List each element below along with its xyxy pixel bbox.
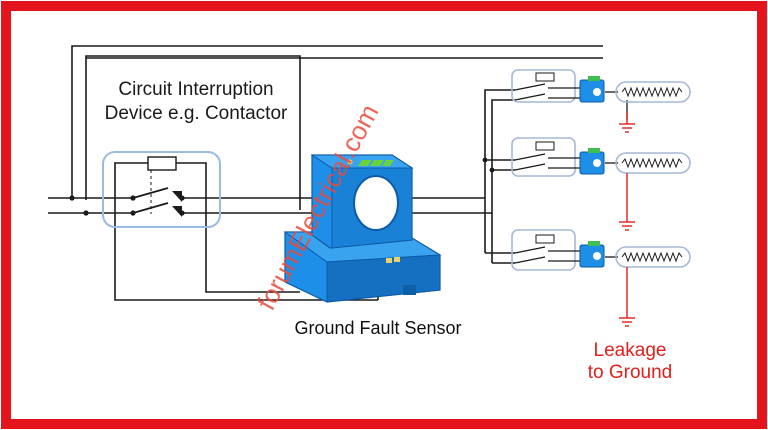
junction-dots [69, 157, 495, 216]
top-wire-2 [85, 55, 301, 210]
branch-1-sensor-icon [579, 76, 605, 103]
current-transformer-icon [283, 154, 442, 303]
branch-2-ground-symbol-icon [619, 173, 635, 231]
branch-2-contactor-box [511, 137, 576, 177]
branch-2-sensor-icon [579, 148, 605, 175]
branch-1-contactor-box [511, 69, 576, 103]
branch-3-ground-symbol-icon [619, 267, 635, 327]
branch-2 [511, 137, 691, 231]
device-label-line2: Device e.g. Contactor [105, 103, 288, 124]
branch-3-heater-icon [615, 246, 691, 268]
branch-2-heater-icon [615, 152, 691, 174]
leakage-label-line1: Leakage [594, 340, 667, 361]
branch-1-heater-icon [615, 81, 691, 103]
device-label-line1: Circuit Interruption [118, 79, 273, 100]
branch-3-sensor-icon [579, 241, 605, 268]
branch-1-ground-symbol-icon [619, 112, 635, 133]
coil-lead-left [114, 162, 378, 301]
top-wire-1 [71, 45, 603, 200]
branch-3 [511, 229, 691, 327]
branch-1 [511, 69, 691, 133]
branch-3-contactor-box [511, 229, 576, 271]
contactor-switch-icon [102, 151, 221, 228]
branch-trunk-a [484, 89, 515, 198]
branch-trunk-b [491, 99, 515, 213]
leakage-label-line2: to Ground [588, 362, 673, 383]
sensor-label: Ground Fault Sensor [294, 318, 461, 338]
